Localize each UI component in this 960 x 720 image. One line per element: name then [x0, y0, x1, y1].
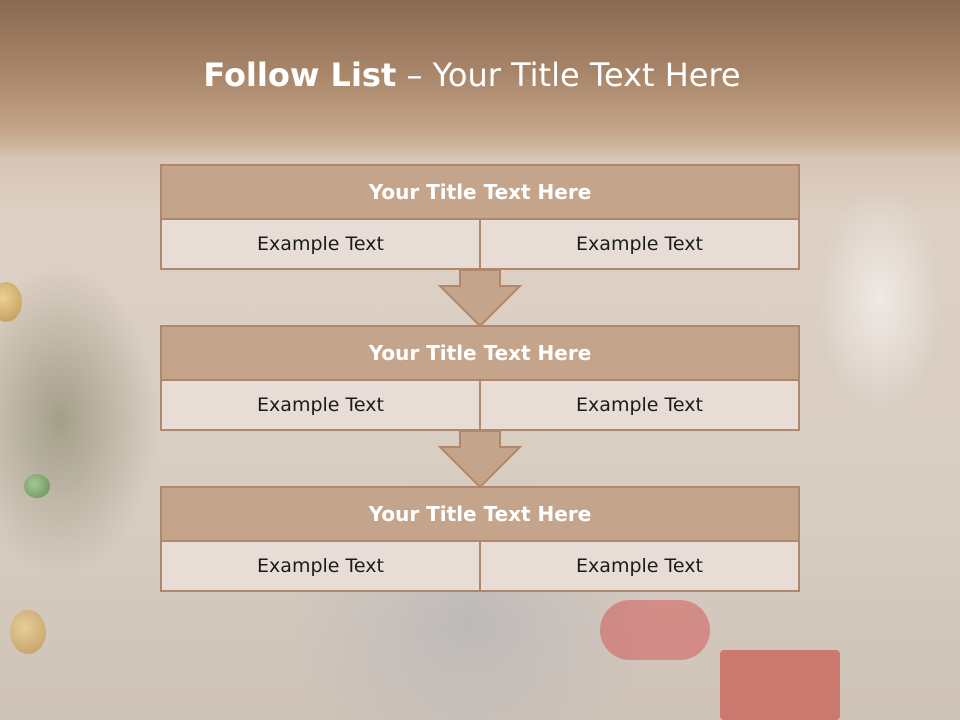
slide-title-rest: – Your Title Text Here — [406, 56, 741, 94]
step-title: Your Title Text Here — [160, 164, 800, 220]
down-arrow-icon — [438, 270, 522, 328]
step-title: Your Title Text Here — [160, 486, 800, 542]
step-box-2: Your Title Text Here Example Text Exampl… — [160, 325, 800, 431]
step-box-3: Your Title Text Here Example Text Exampl… — [160, 486, 800, 592]
step-cell-left: Example Text — [160, 220, 481, 270]
step-cell-left: Example Text — [160, 381, 481, 431]
step-cell-right: Example Text — [481, 542, 800, 592]
ornament-gold-lower — [10, 610, 46, 654]
slide-title: Follow List – Your Title Text Here — [0, 56, 944, 94]
step-row: Example Text Example Text — [160, 220, 800, 270]
ornament-red-gift — [600, 600, 710, 660]
step-title: Your Title Text Here — [160, 325, 800, 381]
header-band — [0, 0, 960, 160]
ornament-gold — [0, 282, 22, 322]
gift-box — [720, 650, 840, 720]
step-row: Example Text Example Text — [160, 542, 800, 592]
slide-title-bold: Follow List — [203, 56, 397, 94]
step-box-1: Your Title Text Here Example Text Exampl… — [160, 164, 800, 270]
down-arrow-icon — [438, 431, 522, 489]
ornament-green — [24, 474, 50, 498]
step-cell-right: Example Text — [481, 381, 800, 431]
step-row: Example Text Example Text — [160, 381, 800, 431]
step-cell-right: Example Text — [481, 220, 800, 270]
step-cell-left: Example Text — [160, 542, 481, 592]
